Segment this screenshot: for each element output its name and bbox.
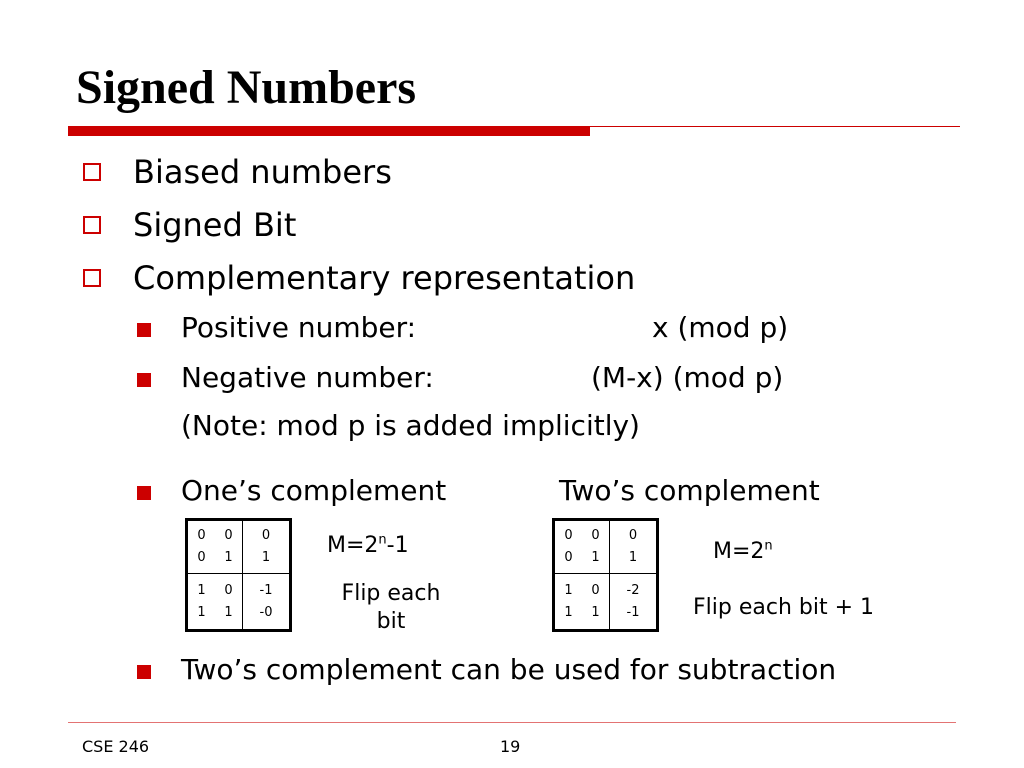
ones-modulus: M=2n-1 bbox=[327, 532, 409, 558]
filled-square-bullet-icon bbox=[137, 665, 151, 679]
hollow-square-bullet-icon bbox=[83, 163, 101, 181]
table-cell: -2-1 bbox=[609, 573, 658, 631]
slide-title: Signed Numbers bbox=[76, 61, 417, 114]
footer-course: CSE 246 bbox=[82, 737, 150, 756]
twos-complement-heading: Two’s complement bbox=[559, 474, 820, 507]
hollow-square-bullet-icon bbox=[83, 269, 101, 287]
filled-square-bullet-icon bbox=[137, 486, 151, 500]
ones-flip-rule: Flip each bit bbox=[341, 581, 441, 634]
footer-page-number: 19 bbox=[500, 737, 521, 756]
twos-flip-rule: Flip each bit + 1 bbox=[693, 595, 875, 620]
table-cell: -1-0 bbox=[242, 573, 291, 631]
negative-number-value: (M-x) (mod p) bbox=[591, 361, 784, 394]
title-rule-thick bbox=[68, 126, 590, 136]
twos-modulus: M=2n bbox=[713, 538, 773, 564]
filled-square-bullet-icon bbox=[137, 373, 151, 387]
footer-rule bbox=[68, 722, 956, 723]
mod-note: (Note: mod p is added implicitly) bbox=[181, 409, 640, 442]
filled-square-bullet-icon bbox=[137, 323, 151, 337]
title-rule-thin bbox=[590, 126, 960, 127]
positive-number-value: x (mod p) bbox=[652, 311, 789, 344]
hollow-square-bullet-icon bbox=[83, 216, 101, 234]
